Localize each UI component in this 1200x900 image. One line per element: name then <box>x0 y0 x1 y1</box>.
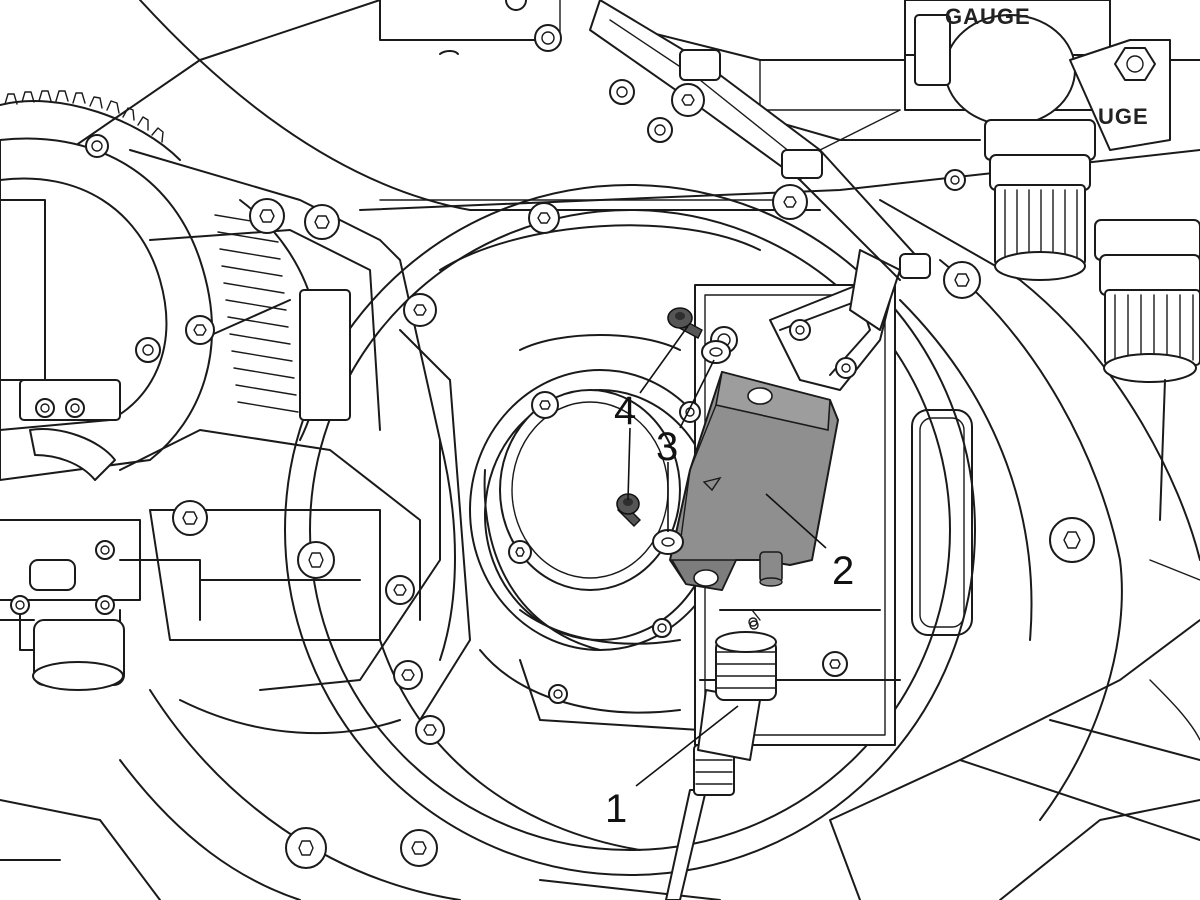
leader-3-upper <box>679 359 715 429</box>
leader-4-upper <box>639 325 689 394</box>
callout-1: 1 <box>605 787 627 831</box>
leader-lines <box>627 325 827 787</box>
washers <box>652 340 731 555</box>
callout-labels: 1 2 3 4 <box>605 389 854 831</box>
screw-lower <box>616 493 641 527</box>
leader-2 <box>765 493 827 549</box>
washer-upper <box>701 340 731 364</box>
fork-bracket <box>769 249 901 391</box>
leader-4-lower <box>627 427 631 501</box>
hex-nut-gauge <box>1114 47 1156 81</box>
pump-body <box>469 334 741 731</box>
gauge-label-lower: UGE <box>1098 104 1149 129</box>
callout-3: 3 <box>656 425 678 469</box>
gauge-label-upper: GAUGE <box>945 4 1031 29</box>
top-rail <box>589 0 931 281</box>
mounting-flange <box>0 184 976 900</box>
pressure-gauges: GAUGE UGE <box>904 0 1200 521</box>
knurled-knob-2 <box>1094 219 1200 383</box>
leader-1 <box>635 705 739 787</box>
callout-4: 4 <box>614 389 636 433</box>
knurled-knob-1 <box>984 119 1096 281</box>
machine-housing <box>39 0 1200 900</box>
sensor-connector-cable <box>665 620 777 900</box>
washer-lower <box>652 529 684 555</box>
callout-2: 2 <box>832 549 854 593</box>
bolt-heads <box>10 0 1095 869</box>
